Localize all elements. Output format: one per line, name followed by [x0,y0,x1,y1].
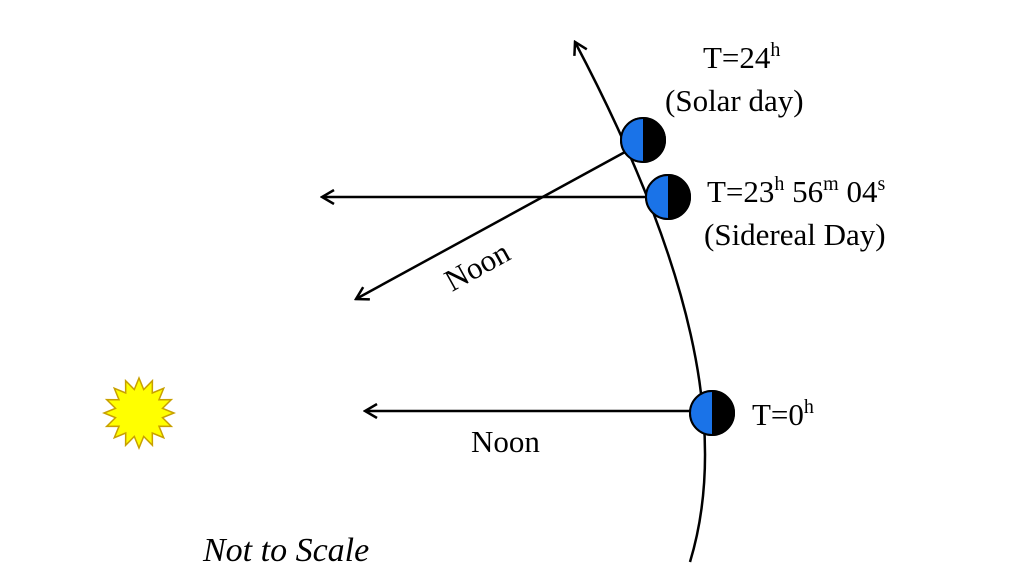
sun-starburst-icon [104,378,174,448]
sidereal-time-label: T=23h 56m 04s [707,173,885,209]
sidereal-day-caption: (Sidereal Day) [704,217,886,252]
noon-label-tilted: Noon [438,234,516,298]
solar-time-label: T=24h [703,39,780,75]
earth-solar-day-icon [621,118,665,162]
earth-sidereal-day-icon [646,175,690,219]
not-to-scale-note: Not to Scale [202,532,369,569]
earth-start-icon [690,391,734,435]
noon-label-bottom: Noon [471,424,540,459]
solar-day-caption: (Solar day) [665,83,804,118]
start-time-label: T=0h [752,396,814,432]
